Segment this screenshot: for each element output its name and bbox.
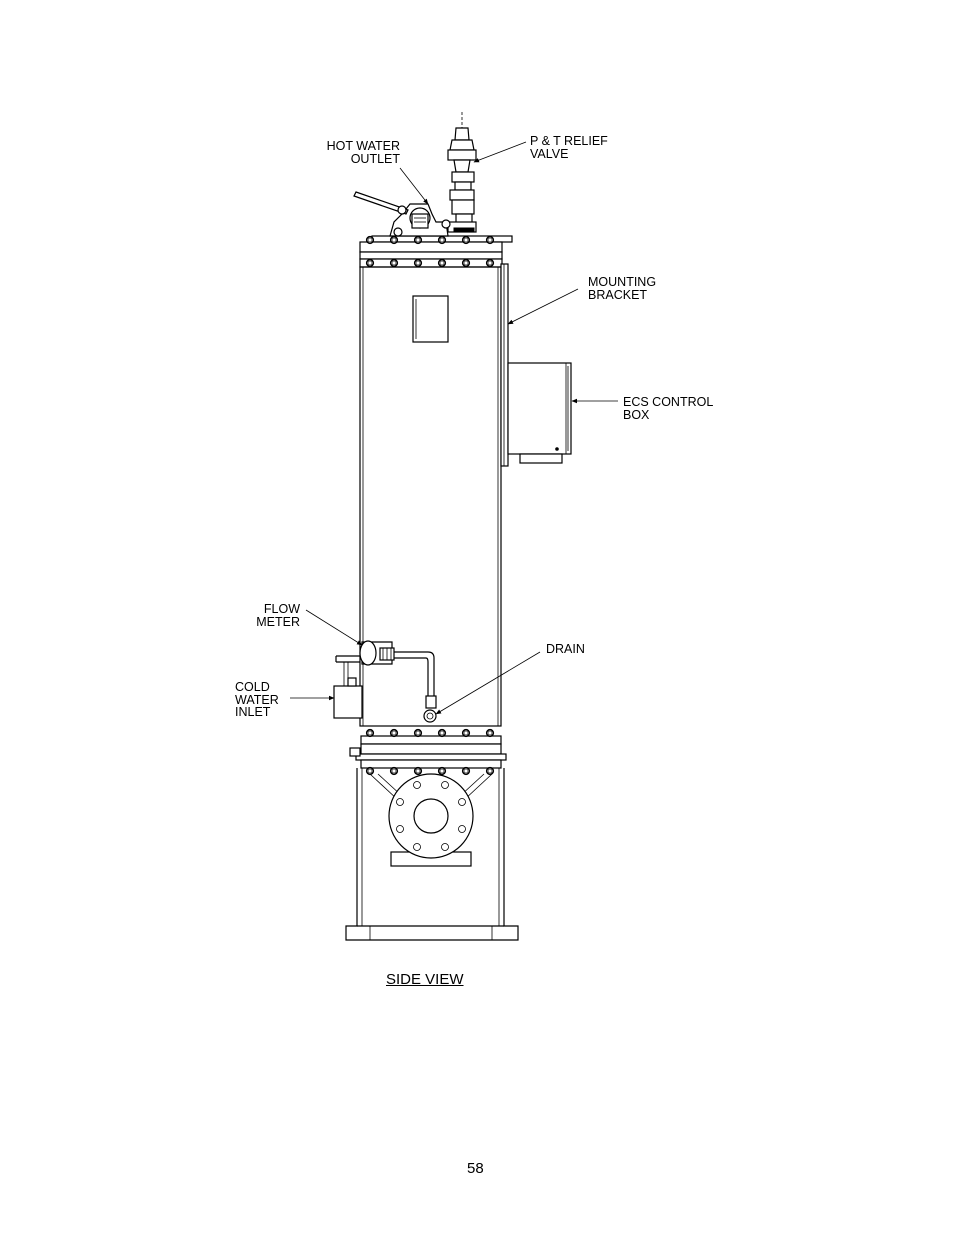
bolt: [437, 235, 447, 245]
lower-flange-bolts: [365, 728, 495, 776]
leader-drain: [435, 651, 541, 715]
bolt: [461, 235, 471, 245]
label-flow-meter: FLOW METER: [256, 602, 300, 629]
ecs-control-box: [507, 362, 572, 464]
leader-hot-water-outlet: [399, 167, 429, 205]
bolt: [413, 258, 423, 268]
label-hot-water-outlet: HOT WATER OUTLET: [326, 139, 400, 166]
label-cold-water-inlet: COLD WATER INLET: [235, 680, 279, 719]
bolt-nut: [439, 237, 445, 243]
bolt-nut: [415, 237, 421, 243]
leader-lines: [290, 141, 618, 715]
bolt: [461, 728, 471, 738]
leader-mounting-bracket: [507, 288, 579, 325]
bolt-nut: [415, 730, 421, 736]
page-number: 58: [467, 1160, 484, 1177]
bolt: [365, 258, 375, 268]
mounting-bracket: [500, 263, 509, 467]
bolt-nut: [487, 730, 493, 736]
label-ecs-control-box: ECS CONTROL BOX: [623, 395, 714, 422]
bolt-nut: [391, 237, 397, 243]
bolt: [485, 766, 495, 776]
bolt: [389, 235, 399, 245]
bolt: [485, 258, 495, 268]
bolt: [413, 728, 423, 738]
bolt: [365, 766, 375, 776]
bolt: [413, 235, 423, 245]
bolt-nut: [463, 237, 469, 243]
bolt-nut: [439, 260, 445, 266]
drain-fitting: [423, 695, 437, 723]
bolt-nut: [367, 237, 373, 243]
bolt-nut: [487, 768, 493, 774]
bolt: [461, 258, 471, 268]
bolt: [461, 766, 471, 776]
bolt: [437, 258, 447, 268]
bottom-inlet-flange: [388, 773, 474, 867]
bolt-nut: [487, 237, 493, 243]
leader-pt-relief-valve: [473, 141, 527, 163]
bolt: [389, 728, 399, 738]
bolt-nut: [439, 768, 445, 774]
bolt-nut: [367, 260, 373, 266]
bolt-nut: [367, 730, 373, 736]
bolt-nut: [391, 768, 397, 774]
label-pt-relief-valve: P & T RELIEF VALVE: [530, 134, 608, 161]
pt-relief-valve-assembly: [447, 112, 477, 225]
bolt-nut: [415, 768, 421, 774]
bolt: [437, 728, 447, 738]
bolt-nut: [391, 260, 397, 266]
bolt: [437, 766, 447, 776]
bolt-nut: [367, 768, 373, 774]
bolt: [389, 766, 399, 776]
flow-meter: [335, 640, 435, 700]
bolt: [485, 728, 495, 738]
figure-caption: SIDE VIEW: [386, 971, 464, 988]
bolt: [485, 235, 495, 245]
hot-water-outlet-assembly: [353, 191, 513, 268]
leader-flow-meter: [305, 609, 363, 646]
top-flange-bolts: [365, 235, 495, 268]
label-drain: DRAIN: [546, 642, 585, 656]
cold-water-inlet-fitting: [333, 662, 363, 719]
bolt-nut: [463, 260, 469, 266]
bolt: [365, 235, 375, 245]
bolt: [365, 728, 375, 738]
bolt-nut: [391, 730, 397, 736]
label-mounting-bracket: MOUNTING BRACKET: [588, 275, 657, 302]
bolt-nut: [463, 768, 469, 774]
bolt-nut: [487, 260, 493, 266]
bolt-nut: [439, 730, 445, 736]
bolt-nut: [415, 260, 421, 266]
bolt: [389, 258, 399, 268]
bolt-nut: [463, 730, 469, 736]
bolt: [413, 766, 423, 776]
support-stand: [345, 768, 519, 941]
lower-flange-assembly: [349, 735, 507, 769]
